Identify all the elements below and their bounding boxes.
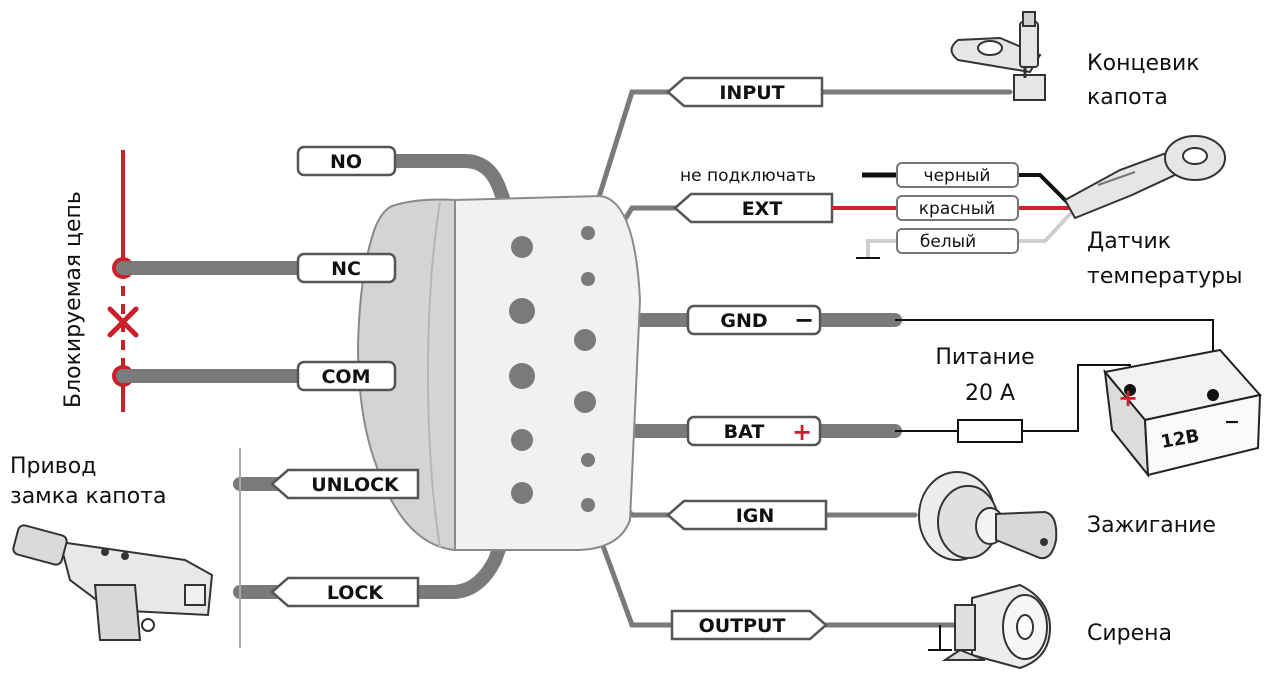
terminal-ign xyxy=(581,453,595,467)
blocked-circuit-caption: Блокируемая цепь xyxy=(61,191,86,408)
label-output-text: OUTPUT xyxy=(699,615,786,637)
fuse-icon xyxy=(957,419,1023,443)
wire-tag-white: белый xyxy=(896,228,1019,254)
siren-caption: Сирена xyxy=(1087,621,1172,646)
label-no: NO xyxy=(296,145,397,177)
break-cross-icon xyxy=(107,306,139,338)
label-gnd-text: GND xyxy=(720,310,767,332)
label-bat: BAT + xyxy=(686,415,822,447)
hood-actuator-caption-line2: замка капота xyxy=(10,484,166,509)
label-input-text: INPUT xyxy=(719,82,784,104)
plus-sign: + xyxy=(792,418,812,446)
label-com: COM xyxy=(296,360,397,392)
do-not-connect-text: не подключать xyxy=(680,166,816,186)
power-caption-line2: 20 А xyxy=(965,381,1015,406)
minus-sign: − xyxy=(794,306,814,334)
terminal-output xyxy=(581,498,595,512)
wire-input xyxy=(585,89,1013,235)
ground-symbol-siren xyxy=(928,625,952,651)
wire-tag-black: черный xyxy=(896,162,1019,188)
battery-plus: + xyxy=(1118,384,1138,412)
wire-no xyxy=(388,154,527,252)
terminal-ext xyxy=(581,272,595,286)
wire-tag-red: красный xyxy=(896,195,1019,221)
terminals xyxy=(509,226,596,512)
terminal-input xyxy=(581,226,595,240)
label-com-text: COM xyxy=(321,366,370,388)
wire-white xyxy=(866,210,1074,258)
power-caption-line1: Питание xyxy=(935,345,1034,370)
label-lock: LOCK xyxy=(270,576,420,608)
label-bat-text: BAT xyxy=(724,421,765,443)
terminal-unlock xyxy=(511,429,533,451)
label-nc-text: NC xyxy=(331,258,361,280)
wire-lock xyxy=(233,485,527,599)
terminal-nc xyxy=(509,298,535,324)
label-ign: IGN xyxy=(666,499,828,531)
ignition-icon xyxy=(918,471,1058,561)
label-unlock-text: UNLOCK xyxy=(311,474,400,496)
wire-black xyxy=(1018,173,1072,207)
battery-icon: + − 12В xyxy=(1103,348,1262,479)
label-lock-text: LOCK xyxy=(327,582,385,604)
label-input: INPUT xyxy=(666,76,824,108)
wire-tag-red-text: красный xyxy=(919,199,995,219)
terminal-lock xyxy=(511,482,533,504)
label-ext-text: EXT xyxy=(742,198,783,220)
label-nc: NC xyxy=(296,252,397,284)
hood-actuator-icon xyxy=(12,524,214,641)
siren-icon xyxy=(941,583,1052,670)
label-output: OUTPUT xyxy=(670,609,828,641)
wire-tag-white-text: белый xyxy=(920,232,976,252)
label-no-text: NO xyxy=(330,151,362,173)
label-ext: EXT xyxy=(673,192,834,224)
hood-switch-caption-line2: капота xyxy=(1087,85,1168,110)
terminal-no xyxy=(511,236,533,258)
label-gnd: GND − xyxy=(686,304,822,336)
temp-sensor-caption-line2: температуры xyxy=(1087,264,1242,289)
terminal-gnd xyxy=(574,329,596,351)
terminal-com xyxy=(509,363,535,389)
terminal-bat xyxy=(574,391,596,413)
battery-minus: − xyxy=(1224,411,1240,433)
ignition-caption: Зажигание xyxy=(1087,513,1216,538)
temp-sensor-caption-line1: Датчик xyxy=(1087,229,1171,254)
label-unlock: UNLOCK xyxy=(270,468,420,500)
hood-switch-caption-line1: Концевик xyxy=(1087,51,1200,76)
hood-actuator-caption-line1: Привод xyxy=(10,454,96,479)
temperature-sensor-icon xyxy=(1063,135,1226,220)
wire-tag-black-text: черный xyxy=(924,166,991,186)
hood-switch-icon xyxy=(950,11,1046,101)
label-ign-text: IGN xyxy=(736,505,775,527)
